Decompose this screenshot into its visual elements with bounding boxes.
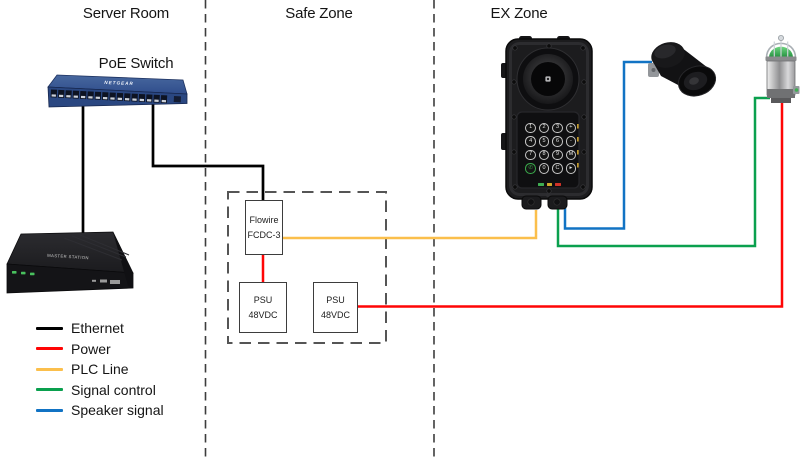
intercom-status-leds <box>538 183 561 186</box>
legend-item-plc-line: PLC Line <box>36 359 164 380</box>
intercom-key-7: 7 <box>525 149 536 161</box>
legend: Ethernet Power PLC Line Signal control S… <box>36 318 164 421</box>
legend-swatch-signal-control <box>36 388 63 392</box>
intercom-key-0: 0 <box>538 163 550 174</box>
legend-item-speaker-signal: Speaker signal <box>36 400 164 421</box>
legend-label-signal-control: Signal control <box>71 381 156 398</box>
flowire-model: FCDC-3 <box>247 229 281 240</box>
legend-item-ethernet: Ethernet <box>36 318 164 339</box>
intercom-key-▸: ▸ <box>565 163 577 174</box>
switch-ports <box>50 89 168 104</box>
wire-power-psu-to-beacon <box>357 101 784 308</box>
wire-speaker-intercom-to-horn <box>563 60 652 230</box>
psu-left-rating: 48VDC <box>248 309 278 320</box>
intercom-call-key: ✆ <box>525 163 536 174</box>
legend-label-ethernet: Ethernet <box>71 320 124 337</box>
signal-beacon-device <box>765 35 800 103</box>
zone-title-server-room: Server Room <box>82 5 170 22</box>
intercom-cable-glands <box>521 195 568 210</box>
flowire-name: Flowire <box>249 214 279 225</box>
intercom-key-M: M <box>565 149 577 161</box>
intercom-key-C: C <box>552 163 563 174</box>
intercom-key-1: 1 <box>525 122 536 134</box>
intercom-led-red <box>555 183 561 186</box>
safe-zone-cabinet-outline <box>227 191 387 344</box>
legend-label-power: Power <box>71 340 111 357</box>
legend-item-power: Power <box>36 339 164 360</box>
intercom-led-green <box>538 183 544 186</box>
legend-item-signal-control: Signal control <box>36 380 164 401</box>
master-station-panel-text: MASTER STATION <box>47 253 89 261</box>
intercom-key-+: + <box>565 122 577 134</box>
intercom-key-4: 4 <box>525 136 536 147</box>
legend-swatch-speaker-signal <box>36 408 63 412</box>
psu-right-name: PSU <box>326 294 345 305</box>
intercom-key--: - <box>565 136 577 147</box>
legend-label-plc-line: PLC Line <box>71 361 129 378</box>
intercom-bolts <box>511 43 587 194</box>
wire-ethernet-switch-to-flowire <box>151 98 265 203</box>
wire-signal-intercom-to-beacon <box>556 96 770 248</box>
zone-title-ex-zone: EX Zone <box>490 5 548 22</box>
master-station-device: MASTER STATION <box>6 231 134 294</box>
legend-swatch-plc-line <box>36 367 63 371</box>
psu-right-box: PSU 48VDC <box>313 282 358 333</box>
legend-swatch-power <box>36 347 63 351</box>
horn-speaker-device <box>648 42 717 97</box>
intercom-keypad-ticks <box>577 124 579 168</box>
psu-left-name: PSU <box>253 294 273 305</box>
poe-switch-device: NETGEAR <box>47 74 188 108</box>
intercom-speaker <box>516 47 580 111</box>
intercom-led-yellow <box>546 183 552 186</box>
intercom-key-3: 3 <box>552 122 563 134</box>
intercom-key-8: 8 <box>538 149 550 161</box>
psu-left-box: PSU 48VDC <box>239 282 287 333</box>
master-station-leds <box>12 271 35 276</box>
intercom-key-2: 2 <box>538 122 550 134</box>
psu-right-rating: 48VDC <box>320 309 350 320</box>
wire-plc-flowire-to-intercom <box>283 210 538 240</box>
zone-title-safe-zone: Safe Zone <box>285 5 353 22</box>
switch-brand-text: NETGEAR <box>104 80 134 86</box>
legend-label-speaker-signal: Speaker signal <box>71 402 164 419</box>
poe-switch-label: PoE Switch <box>98 55 174 72</box>
intercom-key-6: 6 <box>552 136 563 147</box>
flowire-box: Flowire FCDC-3 <box>245 200 283 255</box>
legend-swatch-ethernet <box>36 326 63 330</box>
intercom-key-9: 9 <box>552 149 563 161</box>
intercom-key-5: 5 <box>538 136 550 147</box>
